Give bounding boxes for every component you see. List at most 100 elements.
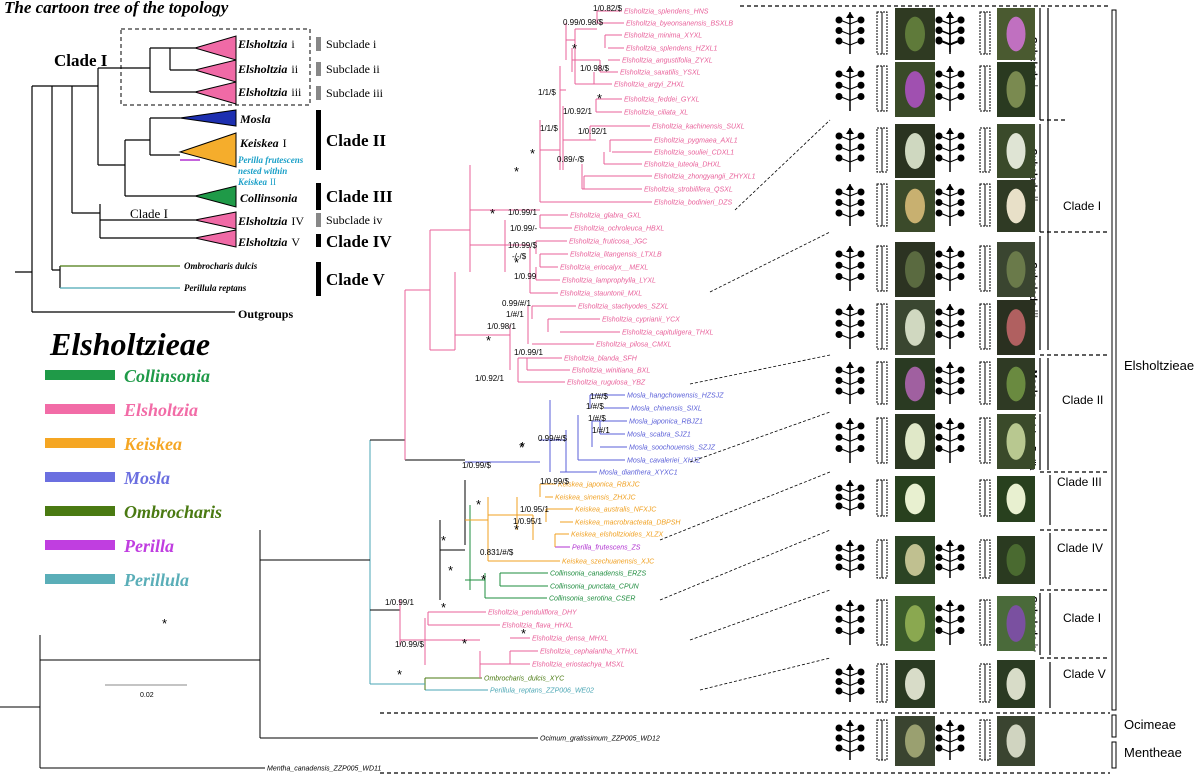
support-value: 0.99/#/$ <box>538 434 567 443</box>
bar-subclade-i <box>316 37 321 51</box>
tip-label: Elsholtzia_eriocalyx__MEXL <box>560 265 648 272</box>
support-star: * <box>514 255 519 270</box>
support-star: * <box>448 563 453 578</box>
plant-photo <box>895 242 935 297</box>
plant-photo <box>895 660 935 708</box>
support-value: 0.831/#/$ <box>480 548 514 557</box>
legend-label: Keiskea <box>123 434 182 454</box>
support-star: * <box>441 533 446 548</box>
spike-diagram <box>876 245 888 292</box>
support-value: 1/0.98/1 <box>487 322 516 331</box>
triangle-collinsonia <box>194 185 237 208</box>
tribe-elsholtzieae: Elsholtzieae <box>1124 358 1194 373</box>
inflorescence-diagram <box>835 720 865 760</box>
cartoon-title: The cartoon tree of the topology <box>4 0 229 17</box>
tip-label: Elsholtzia_minima_XYXL <box>624 33 702 40</box>
bar-clade-IV <box>316 234 321 247</box>
support-value: 1/0.92/1 <box>578 127 607 136</box>
spike-diagram <box>876 479 888 517</box>
panel-clade-brackets <box>1039 8 1051 708</box>
plant-photo <box>895 476 935 522</box>
right-clade-V: Clade V <box>1063 667 1106 681</box>
tip-label: Elsholtzia_angustifolia_ZYXL <box>622 58 713 65</box>
triangle-elsholtzia-ii <box>193 59 237 83</box>
support-star: * <box>572 41 577 56</box>
legend-swatch <box>45 472 115 482</box>
support-star: * <box>476 497 481 512</box>
tip-label: Elsholtzia_stauntonii_MXL <box>560 291 642 298</box>
cartoon-perilla-note-2: nested within <box>238 166 287 176</box>
tip-label: Keiskea_elsholtzioides_XLZX <box>571 532 664 539</box>
cartoon-subclade-iv: Subclade iv <box>326 213 382 227</box>
tip-label: Mosla_scabra_SJZ1 <box>627 432 691 439</box>
spike-diagram <box>876 599 888 646</box>
support-value: -/-/$ <box>512 252 527 261</box>
plant-photo <box>895 414 935 469</box>
legend: Elsholtzieae CollinsoniaElsholtziaKeiske… <box>45 326 222 590</box>
legend-swatch <box>45 404 115 414</box>
tip-label: Elsholtzia_argyi_ZHXL <box>614 82 685 89</box>
spike-diagram <box>979 245 991 292</box>
tip-label: Mosla_hangchowensis_HZSJZ <box>627 393 724 400</box>
inflorescence-diagram <box>835 362 865 404</box>
tip-label: Elsholtzia_strobilifera_QSXL <box>644 187 733 194</box>
tip-label: Mosla_japonica_RBJZ1 <box>629 419 703 426</box>
tip-label: Elsholtzia_densa_MHXL <box>532 636 608 643</box>
spike-diagram <box>979 599 991 646</box>
support-value: 1/0.92/1 <box>475 374 504 383</box>
spike-diagram <box>979 303 991 350</box>
inflorescence-diagram <box>935 12 965 52</box>
legend-label: Elsholtzia <box>123 400 198 420</box>
tip-label: Elsholtzia_cyprianii_YCX <box>602 317 680 324</box>
bracket-ocimeae <box>1111 714 1117 738</box>
spike-diagram <box>876 127 888 173</box>
clade-i-dashed-box <box>120 28 311 106</box>
plant-photo <box>895 358 935 410</box>
right-clade-I-bottom: Clade I <box>1063 611 1101 625</box>
support-star: * <box>521 626 526 641</box>
inflorescence-diagram <box>935 128 965 172</box>
tip-label: Elsholtzia_rugulosa_YBZ <box>567 380 646 387</box>
tip-label: Keiskea_sinensis_ZHXJC <box>555 495 636 502</box>
tip-label: Mentha_canadensis_ZZP005_WD11 <box>267 766 381 773</box>
bar-subclade-ii <box>316 62 321 76</box>
triangle-mosla <box>179 109 237 127</box>
plant-photo <box>997 358 1035 410</box>
cartoon-subclade-ii: Subclade ii <box>326 62 380 76</box>
bar-subclade-iii <box>316 86 321 100</box>
plant-photo <box>895 716 935 766</box>
support-value: 1/0.99/1 <box>385 598 414 607</box>
support-value: 1/0.99/$ <box>395 640 424 649</box>
support-value: 1/0.95/1 <box>513 517 542 526</box>
cartoon-clade-I-label: Clade I <box>54 51 108 70</box>
inflorescence-diagram <box>935 246 965 291</box>
plant-photo <box>895 300 935 355</box>
inflorescence-diagram <box>835 128 865 172</box>
spike-diagram <box>979 127 991 173</box>
spike-diagram <box>876 183 888 227</box>
legend-items: CollinsoniaElsholtziaKeiskeaMoslaOmbroch… <box>45 366 222 590</box>
spike-diagram <box>979 183 991 227</box>
tip-label: Elsholtzia_eriostachya_MSXL <box>532 662 625 669</box>
support-value: 1/1/$ <box>540 124 558 133</box>
support-value: 1/0.82/$ <box>593 4 622 13</box>
scale-bar-label: 0.02 <box>140 692 154 699</box>
support-value: 1/1/$ <box>538 88 556 97</box>
bracket-elsholtzieae <box>1111 9 1117 711</box>
spike-diagram <box>979 361 991 405</box>
tip-label: Elsholtzia_glabra_GXL <box>570 213 641 220</box>
tip-label: Elsholtzia_byeonsanensis_BSXLB <box>626 21 733 28</box>
support-star: * <box>486 333 491 348</box>
inflorescence-diagram <box>835 184 865 226</box>
support-value: 1/#/$ <box>586 402 604 411</box>
tip-label: Elsholtzia_lamprophylla_LYXL <box>562 278 656 285</box>
tip-label: Elsholtzia_souliei_CDXL1 <box>654 150 734 157</box>
inflorescence-diagram <box>835 600 865 645</box>
plant-photo <box>997 242 1035 297</box>
support-value: 1/0.95/1 <box>520 505 549 514</box>
